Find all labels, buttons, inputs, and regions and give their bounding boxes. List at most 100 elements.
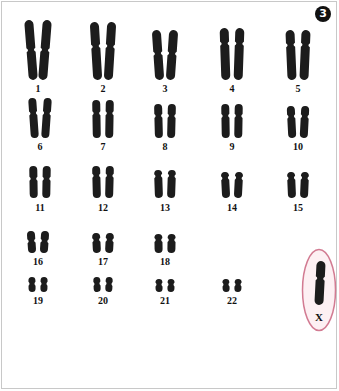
chromosome: [167, 234, 175, 253]
chromosome: [27, 231, 37, 254]
chromosome-number: 6: [25, 141, 55, 153]
chromosome-pair: [287, 172, 309, 198]
chromosome: [92, 166, 101, 198]
chromosome: [221, 104, 230, 138]
chromosome: [28, 277, 35, 292]
chromosome: [314, 261, 325, 305]
chromosome: [105, 277, 113, 292]
chromosome: [300, 172, 309, 198]
chromosome: [167, 170, 176, 198]
chromosome-number: 4: [217, 83, 247, 95]
chromosome-number: 17: [88, 256, 118, 268]
chromosome-pair: [24, 20, 52, 81]
chromosome-pair: [221, 104, 243, 138]
chromosome: [234, 28, 245, 80]
chromosome: [234, 104, 243, 138]
chromosome: [40, 277, 47, 292]
chromosome: [222, 279, 229, 292]
chromosome-pair: [287, 106, 310, 138]
chromosome: [234, 172, 243, 198]
chromosome: [154, 234, 162, 253]
chromosome-pair: [29, 166, 51, 198]
chromosome: [287, 106, 297, 138]
chromosome-number: 7: [88, 141, 118, 153]
chromosome-number: 15: [283, 202, 313, 214]
chromosome: [90, 22, 103, 80]
chromosome-pair: [28, 98, 52, 138]
chromosome-pair: [222, 279, 241, 292]
chromosome-number: 18: [150, 256, 180, 268]
chromosome: [38, 20, 52, 81]
chromosome: [105, 100, 114, 138]
chromosome: [152, 30, 164, 81]
chromosome: [167, 279, 174, 292]
chromosome: [234, 279, 241, 292]
chromosome-number: 5: [283, 83, 313, 95]
chromosome-pair: [285, 30, 310, 80]
chromosome-number: 22: [217, 295, 247, 307]
chromosome: [28, 98, 39, 138]
chromosome-number: 9: [217, 141, 247, 153]
chromosome-number: 12: [88, 202, 118, 214]
chromosome: [285, 30, 296, 80]
chromosome-number: 20: [88, 295, 118, 307]
chromosome-pair: [27, 231, 50, 254]
chromosome: [41, 98, 52, 138]
chromosome: [105, 166, 114, 198]
chromosome: [220, 28, 231, 80]
chromosome-number: 10: [283, 141, 313, 153]
chromosome: [40, 231, 50, 254]
chromosome: [29, 166, 38, 198]
chromosome-pair: [152, 30, 178, 81]
chromosome-number: 8: [150, 141, 180, 153]
chromosome: [167, 104, 176, 138]
chromosome: [155, 279, 162, 292]
ellipse-outline: [303, 250, 336, 331]
chromosome-pair: [220, 28, 245, 80]
chromosome: [299, 30, 310, 80]
chromosome-number: 11: [25, 202, 55, 214]
chromosome-pair: [92, 166, 114, 198]
chromosome-number: 19: [23, 295, 53, 307]
chromosome-pair: [221, 172, 243, 198]
chromosome: [104, 22, 117, 80]
chromosome-pair: [93, 277, 113, 292]
chromosome: [92, 233, 101, 253]
chromosome-number: 13: [150, 202, 180, 214]
chromosome-number: 3: [150, 83, 180, 95]
chromosome: [154, 170, 163, 198]
chromosome-pair: [92, 100, 114, 138]
chromosome-pair: [154, 170, 176, 198]
chromosome: [154, 104, 163, 138]
chromosome-number: X: [315, 311, 323, 323]
chromosome-pair: [28, 277, 47, 292]
chromosome: [166, 30, 178, 81]
chromosome-pair: [154, 104, 176, 138]
chromosome: [300, 106, 310, 138]
chromosome: [42, 166, 51, 198]
chromosome-number: 14: [217, 202, 247, 214]
figure-number-badge: 3: [315, 6, 331, 22]
chromosome-number: 16: [23, 256, 53, 268]
figure-number: 3: [319, 8, 327, 20]
chromosome: [92, 100, 101, 138]
chromosome: [221, 172, 230, 198]
chromosome-pair: [154, 234, 175, 253]
chromosome: [105, 233, 114, 253]
chromosome-set: [24, 20, 325, 305]
chromosome-number: 2: [88, 83, 118, 95]
chromosome-number: 1: [23, 83, 53, 95]
panel-frame: [2, 2, 337, 389]
chromosome: [24, 20, 38, 81]
chromosome: [93, 277, 101, 292]
chromosome-pair: [155, 279, 174, 292]
highlight-ellipse: X: [301, 248, 337, 332]
chromosome-number: 21: [150, 295, 180, 307]
chromosome-pair: [92, 233, 114, 253]
highlight-fill: [303, 250, 336, 331]
chromosome: [287, 172, 296, 198]
chromosome-pair: [90, 22, 117, 80]
